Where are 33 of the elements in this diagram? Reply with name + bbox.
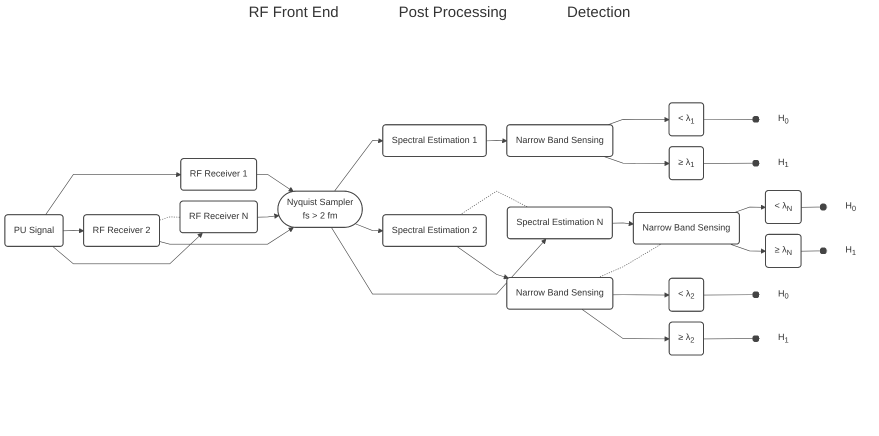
node-text: H$_{0}$ — [845, 200, 856, 213]
arrow — [331, 227, 546, 294]
arrow — [730, 244, 766, 254]
connector — [704, 291, 760, 298]
node-text: H$_{1}$ — [845, 244, 856, 257]
arrow — [612, 292, 670, 298]
arrow — [582, 309, 670, 342]
connector — [801, 203, 828, 211]
arrow — [45, 172, 182, 216]
column-heading: Detection — [567, 4, 630, 20]
column-heading: RF Front End — [248, 4, 339, 20]
arrow — [355, 224, 384, 234]
connector — [703, 334, 760, 342]
arrow — [63, 228, 84, 234]
node-text: H$_{1}$ — [778, 332, 789, 344]
arrow — [612, 220, 634, 226]
connector — [704, 116, 760, 123]
connector — [703, 160, 760, 167]
arrow — [606, 116, 670, 126]
column-heading: Post Processing — [398, 4, 508, 20]
node-text: H$_{1}$ — [778, 156, 789, 170]
arrow — [257, 214, 280, 219]
arrow — [486, 138, 508, 144]
node-text: H$_{0}$ — [778, 113, 789, 126]
arrow — [604, 156, 670, 166]
arrow — [160, 227, 294, 245]
arrow — [52, 232, 203, 264]
arrow — [456, 246, 509, 280]
arrow — [256, 174, 294, 192]
node-text: H$_{0}$ — [778, 288, 789, 301]
connector — [459, 190, 529, 216]
connector — [801, 247, 828, 255]
arrow — [334, 138, 384, 192]
